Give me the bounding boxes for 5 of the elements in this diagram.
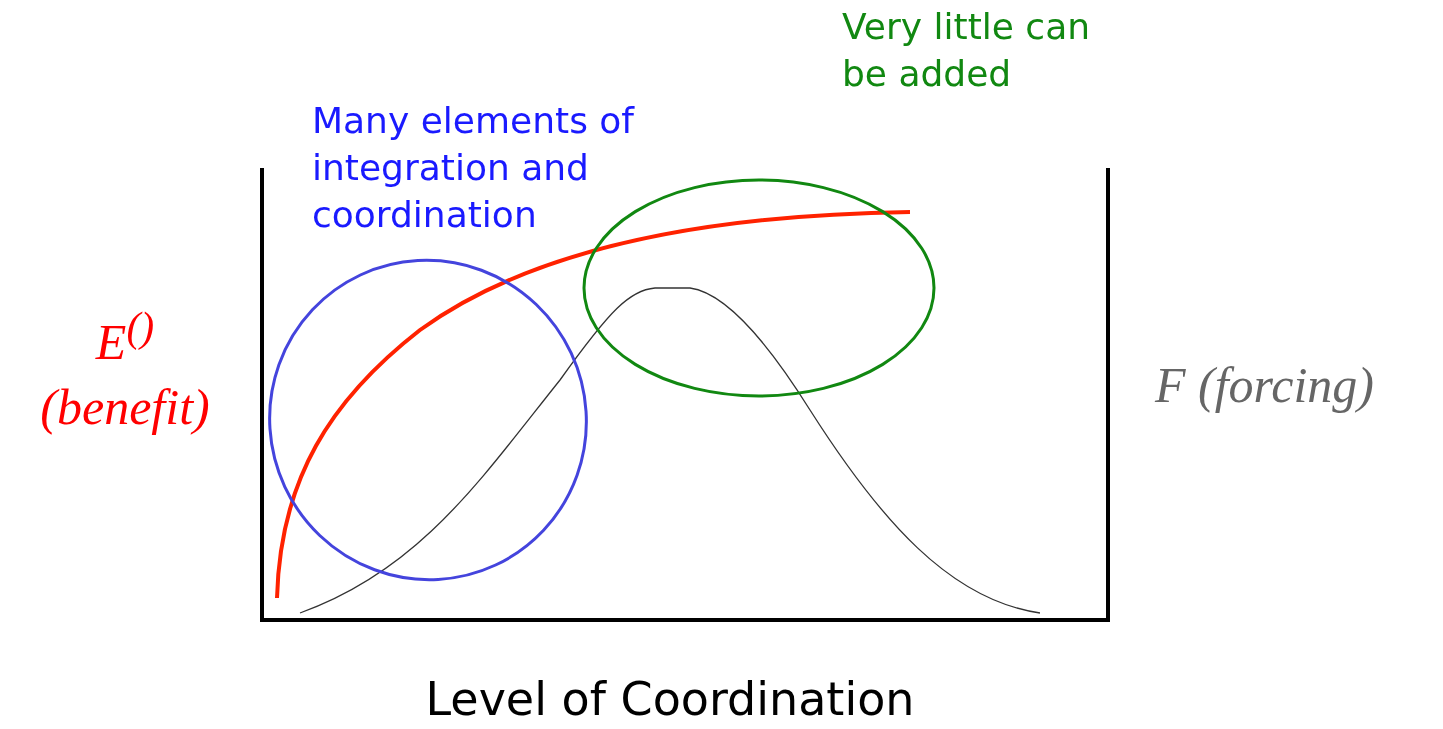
axis-label: E$^{()}$ (benefit) <box>39 303 211 437</box>
axis-title: Level of Coordination <box>424 672 916 728</box>
annotation-text: Very little can be added <box>842 5 1092 96</box>
axis-label: F (forcing) <box>1155 356 1375 415</box>
annotation-text: Many elements of integration and coordination <box>312 99 636 237</box>
